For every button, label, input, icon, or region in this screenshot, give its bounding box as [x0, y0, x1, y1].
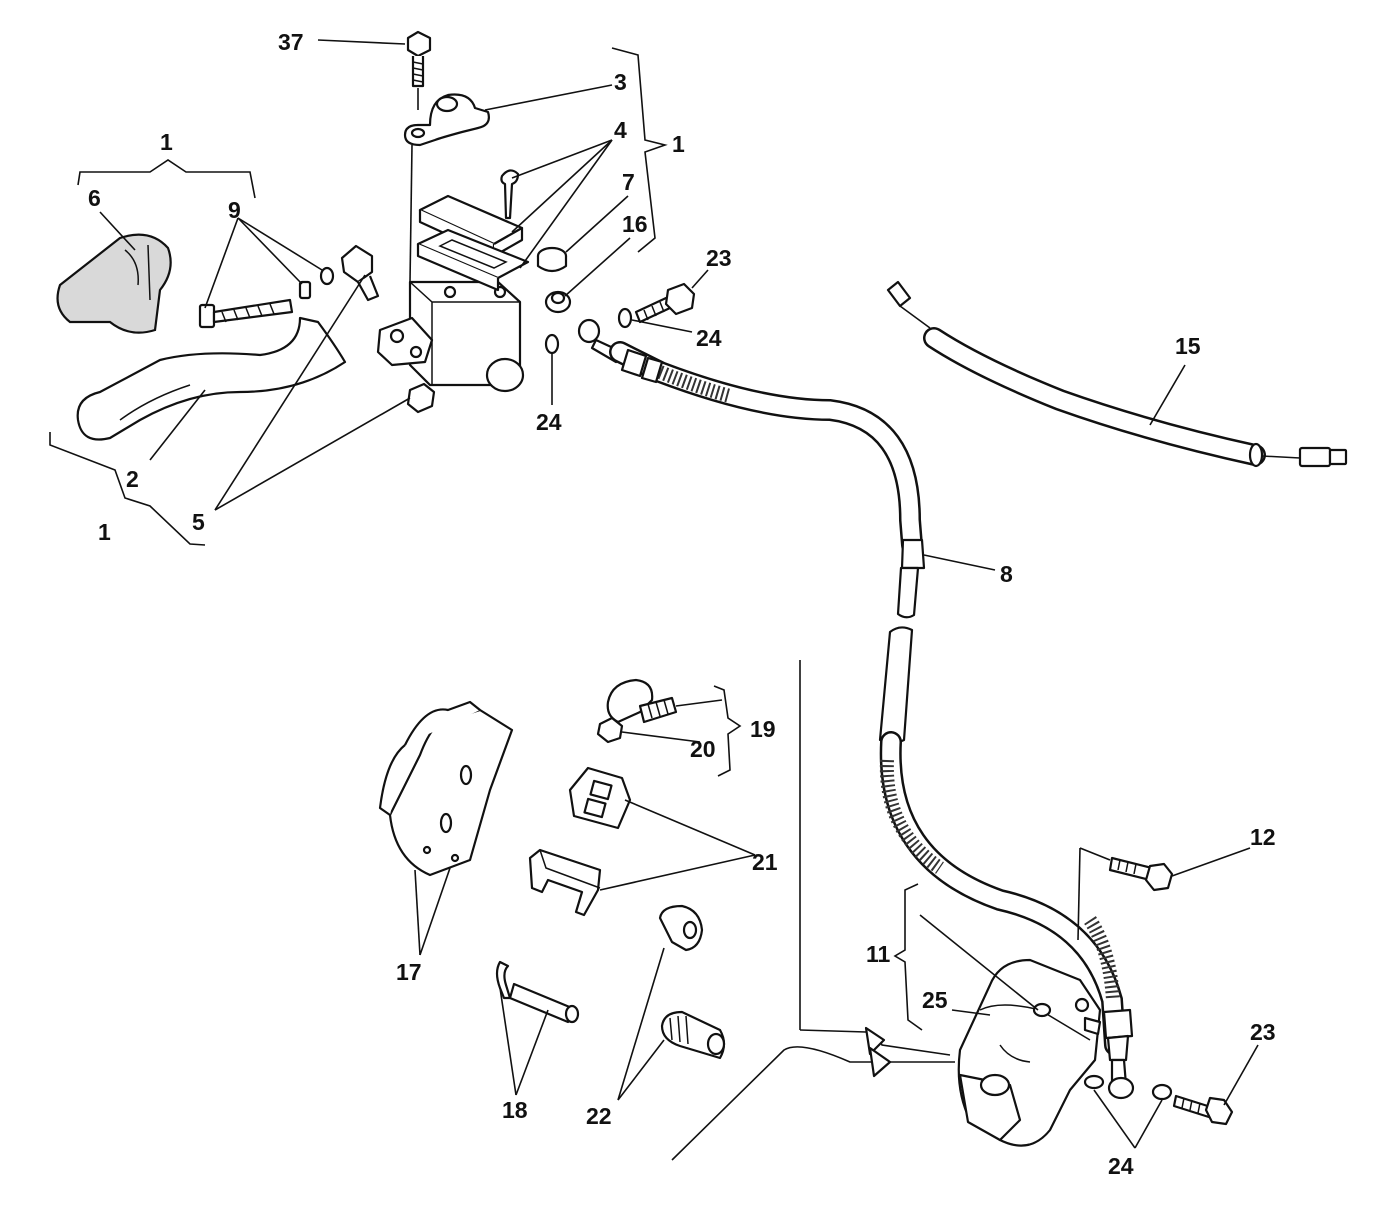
callout-labels: 37 3 4 1 1 6 9 7 16 23 24 24 15 2 5 1 8 … — [88, 29, 1276, 1179]
banjo-washer-bottom-b — [1151, 1083, 1173, 1101]
brake-caliper — [957, 958, 1102, 1147]
master-cylinder-body — [376, 280, 525, 393]
label-25: 25 — [922, 987, 948, 1013]
brake-light-switch-cable — [886, 280, 1348, 468]
pivot-washer — [298, 266, 335, 300]
label-4: 4 — [614, 117, 627, 143]
clamp-bolt — [406, 30, 432, 88]
banjo-washer-top-a — [544, 333, 560, 355]
label-18: 18 — [502, 1097, 528, 1123]
label-8: 8 — [1000, 561, 1013, 587]
banjo-bolt-top — [634, 282, 696, 324]
label-11: 11 — [866, 941, 891, 967]
label-6: 6 — [88, 185, 101, 211]
dust-cap — [544, 290, 572, 314]
label-7: 7 — [622, 169, 635, 195]
brake-lever — [76, 316, 347, 441]
diaphragm-gasket — [416, 228, 530, 292]
label-20: 20 — [690, 736, 716, 762]
leader-lines — [99, 39, 1259, 1161]
bracket-left-top — [77, 159, 256, 199]
pad-pin-and-cotter — [495, 960, 580, 1024]
bracket-left-bottom — [49, 432, 206, 546]
adjuster-screw — [340, 244, 380, 302]
label-2: 2 — [126, 466, 139, 492]
banjo-washer-top-b — [617, 307, 633, 329]
banjo-bolt-bottom — [1172, 1094, 1234, 1126]
label-9: 9 — [228, 197, 241, 223]
sight-glass — [536, 246, 568, 273]
bracket-right-top — [611, 47, 668, 253]
label-5: 5 — [192, 509, 205, 535]
label-16: 16 — [622, 211, 648, 237]
brake-pads — [378, 700, 514, 877]
bleed-valve-assembly — [596, 678, 678, 744]
bracket-19 — [713, 685, 742, 777]
label-3: 3 — [614, 69, 627, 95]
caliper-mounting-bolt — [1108, 856, 1174, 892]
label-1-bottom: 1 — [98, 519, 111, 545]
label-24-right: 24 — [696, 325, 722, 351]
banjo-washer-bottom-a — [1083, 1074, 1105, 1090]
lever-pivot-bolt — [198, 298, 294, 329]
label-19: 19 — [750, 716, 776, 742]
label-23-bottom: 23 — [1250, 1019, 1276, 1045]
label-24-below: 24 — [536, 409, 562, 435]
label-17: 17 — [396, 959, 422, 985]
cover-screw — [500, 169, 520, 220]
brake-lever-boot — [56, 233, 172, 334]
pad-retainer-clip — [528, 848, 602, 917]
label-1-top: 1 — [672, 131, 685, 157]
lever-nut — [406, 382, 436, 414]
slide-pin-boots — [658, 904, 726, 1060]
banjo-fitting-bottom — [1107, 1058, 1135, 1100]
handlebar-clamp — [403, 93, 490, 147]
label-15: 15 — [1175, 333, 1201, 359]
label-23-top: 23 — [706, 245, 732, 271]
label-22: 22 — [586, 1103, 612, 1129]
bracket-11 — [893, 883, 923, 1031]
label-37: 37 — [278, 29, 304, 55]
label-1-left: 1 — [160, 129, 173, 155]
pad-spring — [568, 766, 632, 830]
brake-hose — [609, 341, 1134, 1062]
label-24-bottom: 24 — [1108, 1153, 1134, 1179]
label-12: 12 — [1250, 824, 1276, 850]
label-21: 21 — [752, 849, 778, 875]
